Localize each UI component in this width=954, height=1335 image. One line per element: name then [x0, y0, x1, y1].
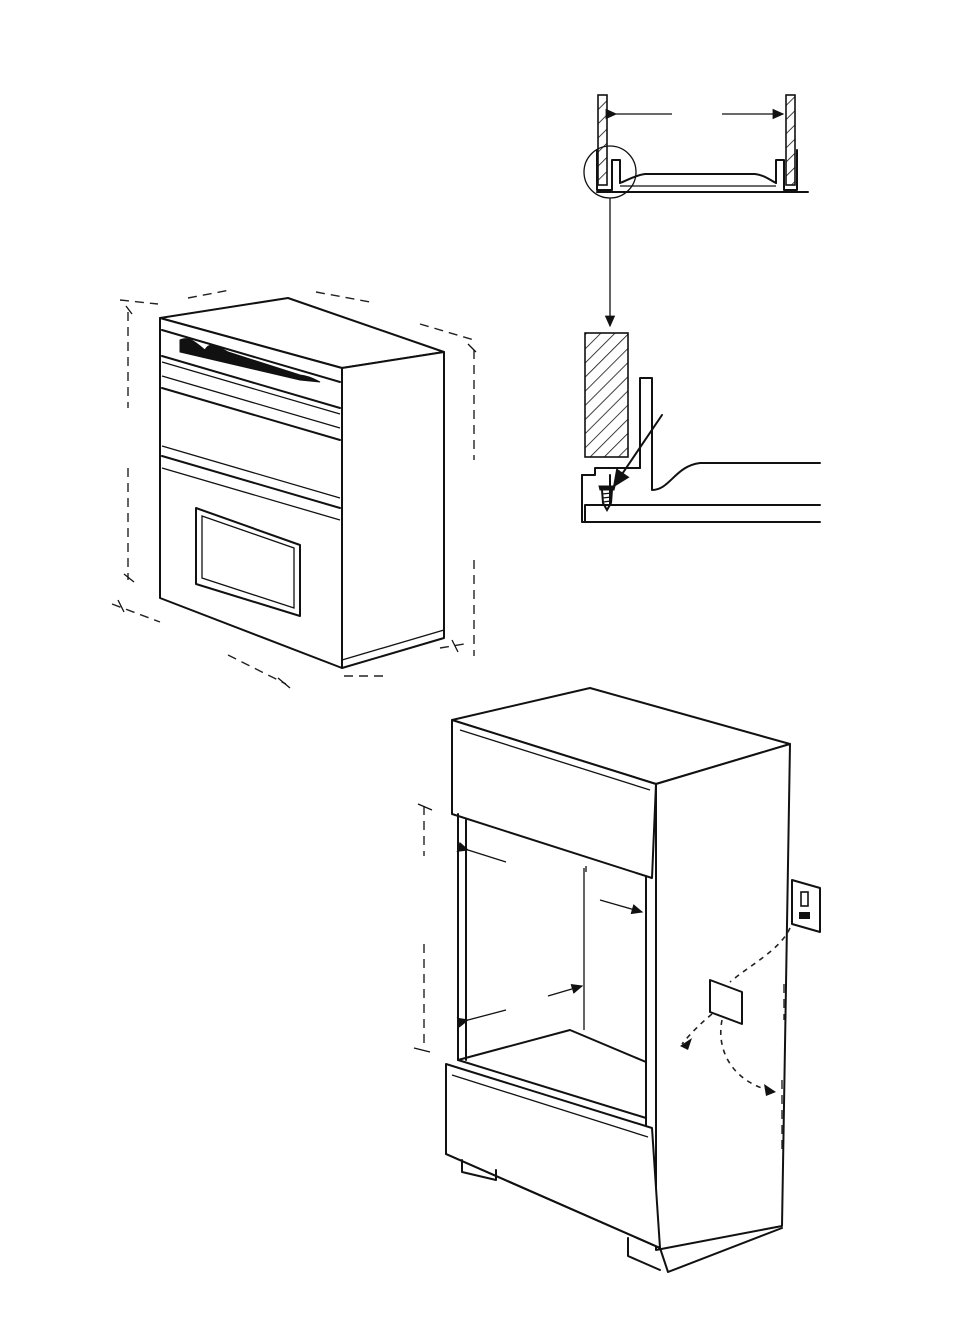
mounting-screw-icon: [599, 486, 615, 510]
trim-section-detail: [584, 95, 808, 326]
screw-detail-view: [582, 333, 820, 522]
double-wall-oven-icon: [112, 290, 476, 688]
electrical-outlet-icon: [792, 880, 820, 932]
cabinet-cutout-view: [414, 688, 820, 1272]
